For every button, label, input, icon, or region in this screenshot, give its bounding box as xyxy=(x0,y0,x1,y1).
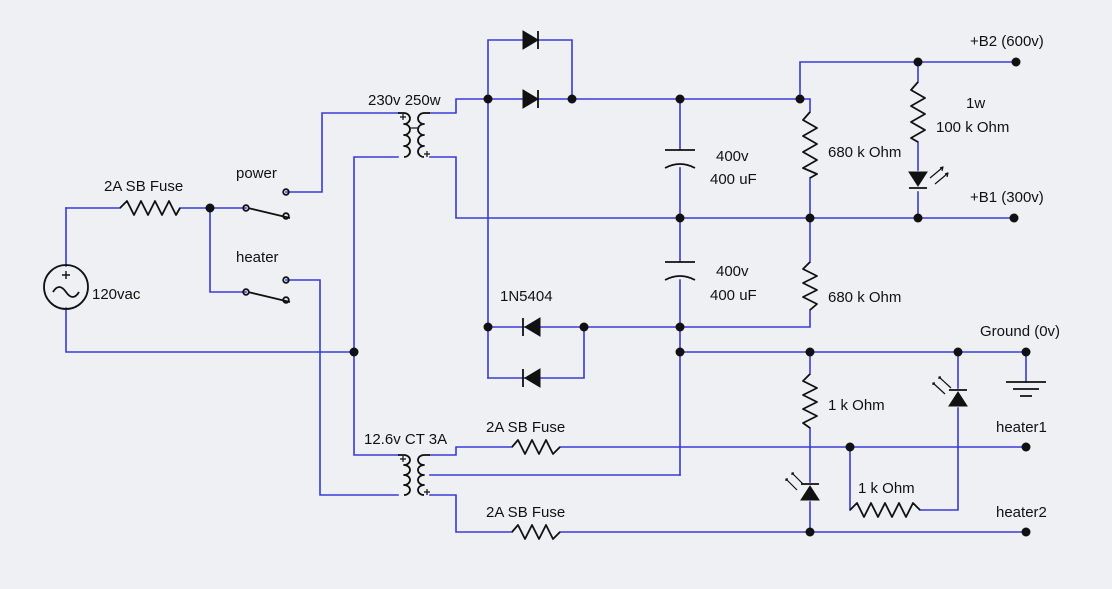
ac-source[interactable] xyxy=(43,264,89,310)
fuse-heater-1[interactable] xyxy=(511,439,561,455)
wires xyxy=(65,39,1027,533)
label-cap-lower-voltage: 400v xyxy=(716,263,749,280)
label-out-heater1: heater1 xyxy=(996,419,1047,436)
label-cap-lower-capacitance: 400 uF xyxy=(710,287,757,304)
transformer-hv[interactable] xyxy=(398,112,430,158)
fuse-main[interactable] xyxy=(119,200,181,216)
led-heater1[interactable] xyxy=(785,472,820,501)
label-fuse-main: 2A SB Fuse xyxy=(104,178,183,195)
terminal-heater1[interactable] xyxy=(1021,442,1031,452)
label-transformer-lv: 12.6v CT 3A xyxy=(364,431,447,448)
terminal-ground[interactable] xyxy=(1021,347,1031,357)
label-res-lower: 680 k Ohm xyxy=(828,289,901,306)
transformer-lv[interactable] xyxy=(398,454,430,496)
label-diode-part: 1N5404 xyxy=(500,288,553,305)
diode-upper-1[interactable] xyxy=(522,30,539,50)
diode-upper-2[interactable] xyxy=(522,89,539,109)
resistor-680k-lower[interactable] xyxy=(802,261,818,311)
label-res-led-1: 1 k Ohm xyxy=(828,397,885,414)
capacitor-lower[interactable] xyxy=(664,261,696,281)
diode-lower-2[interactable] xyxy=(522,368,541,388)
label-cap-upper-voltage: 400v xyxy=(716,148,749,165)
resistor-100k-bleeder[interactable] xyxy=(910,81,926,143)
label-res-bleeder-power: 1w xyxy=(966,95,985,112)
output-terminals xyxy=(1009,57,1031,537)
switch-heater[interactable] xyxy=(242,276,291,304)
label-out-b1: +B1 (300v) xyxy=(970,189,1044,206)
terminal-b1[interactable] xyxy=(1009,213,1019,223)
resistor-1k-horizontal[interactable] xyxy=(849,502,921,518)
label-out-heater2: heater2 xyxy=(996,504,1047,521)
fuse-heater-2[interactable] xyxy=(511,524,561,540)
label-cap-upper-capacitance: 400 uF xyxy=(710,171,757,188)
label-switch-power: power xyxy=(236,165,277,182)
label-out-b2: +B2 (600v) xyxy=(970,33,1044,50)
resistor-680k-upper[interactable] xyxy=(802,111,818,179)
diode-lower-1[interactable] xyxy=(522,317,541,337)
terminal-b2[interactable] xyxy=(1011,57,1021,67)
junction-dots xyxy=(205,57,963,537)
label-out-ground: Ground (0v) xyxy=(980,323,1060,340)
led-b1[interactable] xyxy=(908,166,949,189)
label-ac-source: 120vac xyxy=(92,286,141,303)
switch-power[interactable] xyxy=(242,188,291,220)
ground-icon xyxy=(1006,381,1046,397)
label-res-bleeder-value: 100 k Ohm xyxy=(936,119,1009,136)
resistor-1k-vertical[interactable] xyxy=(802,373,818,429)
label-res-led-2: 1 k Ohm xyxy=(858,480,915,497)
label-res-upper: 680 k Ohm xyxy=(828,144,901,161)
label-transformer-hv: 230v 250w xyxy=(368,92,441,109)
label-switch-heater: heater xyxy=(236,249,279,266)
led-heater2[interactable] xyxy=(932,376,968,407)
labels: 2A SB Fuse power heater 120vac 230v 250w… xyxy=(92,33,1060,521)
terminal-heater2[interactable] xyxy=(1021,527,1031,537)
capacitor-upper[interactable] xyxy=(664,149,696,169)
label-fuse-heater-1: 2A SB Fuse xyxy=(486,419,565,436)
label-fuse-heater-2: 2A SB Fuse xyxy=(486,504,565,521)
